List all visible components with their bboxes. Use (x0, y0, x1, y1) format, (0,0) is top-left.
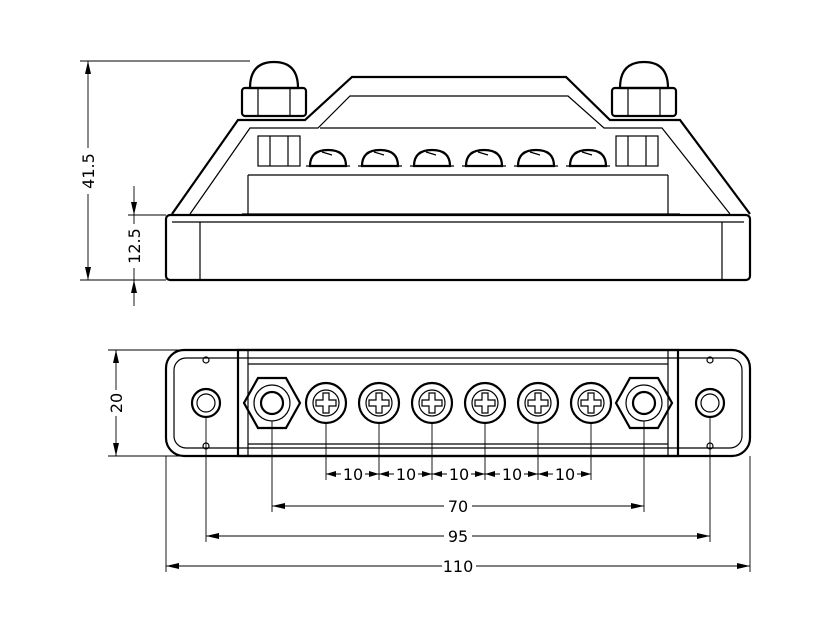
dimension-base-height: 12.5 (125, 186, 166, 306)
top-screws (304, 381, 613, 425)
pitch-dimension-4: 10 (485, 465, 538, 484)
dimension-label-pitch-2: 10 (396, 465, 416, 484)
pitch-dimension-1: 10 (326, 465, 379, 484)
dimension-stud-spacing: 70 (271, 421, 645, 516)
screw-extension-lines (325, 423, 592, 480)
front-screw-3 (410, 148, 454, 168)
hex-stud-left (242, 376, 302, 430)
dimension-label-pitch-3: 10 (449, 465, 469, 484)
front-cover (171, 75, 751, 215)
dimension-mount-spacing: 95 (205, 417, 711, 546)
pitch-dimension-2: 10 (379, 465, 432, 484)
front-screw-5 (514, 148, 558, 168)
front-base (164, 213, 752, 282)
left-stud (240, 60, 308, 167)
dimension-label-20: 20 (107, 393, 126, 413)
top-screw-2 (357, 381, 401, 425)
dimension-overall-length: 110 (165, 456, 751, 576)
right-stud (610, 60, 678, 167)
dimension-total-height: 41.5 (79, 60, 250, 281)
top-screw-5 (516, 381, 560, 425)
dimension-label-pitch-1: 10 (343, 465, 363, 484)
front-view: 41.5 12.5 (79, 60, 752, 306)
front-screw-6 (566, 148, 610, 168)
dimension-label-pitch-4: 10 (502, 465, 522, 484)
front-screw-heads (306, 148, 610, 168)
pitch-dimension-3: 10 (432, 465, 485, 484)
dimension-screw-pitches: 10 10 10 10 10 (326, 465, 591, 484)
top-screw-1 (304, 381, 348, 425)
top-screw-6 (569, 381, 613, 425)
front-screw-1 (306, 148, 350, 168)
dimension-width: 20 (107, 349, 180, 457)
dimension-label-110: 110 (443, 557, 474, 576)
top-screw-4 (463, 381, 507, 425)
top-view: 20 10 10 (107, 348, 752, 576)
dimension-label-41-5: 41.5 (79, 153, 98, 189)
front-screw-4 (462, 148, 506, 168)
front-screw-2 (358, 148, 402, 168)
pitch-dimension-5: 10 (538, 465, 591, 484)
dimension-label-pitch-5: 10 (555, 465, 575, 484)
hex-stud-right (614, 376, 674, 430)
dimension-label-12-5: 12.5 (125, 228, 144, 264)
top-screw-3 (410, 381, 454, 425)
dimension-label-95: 95 (448, 527, 468, 546)
dimension-label-70: 70 (448, 497, 468, 516)
top-cover (236, 348, 680, 458)
